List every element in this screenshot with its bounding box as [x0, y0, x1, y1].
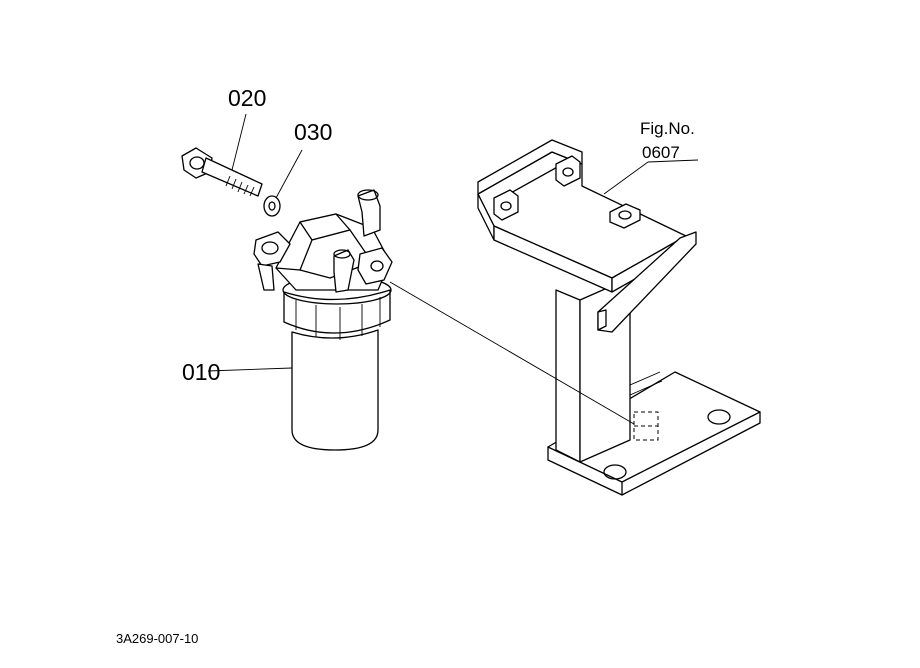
part-number-010: 010 — [182, 359, 220, 385]
eye-bolt — [181, 147, 263, 197]
fuel-filter-assembly — [253, 189, 393, 451]
fig-number-label: Fig.No. — [640, 119, 695, 138]
fig-number-value: 0607 — [642, 143, 680, 162]
drawing-code: 3A269-007-10 — [116, 631, 198, 646]
gasket-washer — [263, 195, 281, 217]
mounting-bracket — [477, 139, 761, 496]
leader-lines — [207, 113, 699, 425]
part-number-030: 030 — [294, 119, 332, 145]
part-number-020: 020 — [228, 85, 266, 111]
